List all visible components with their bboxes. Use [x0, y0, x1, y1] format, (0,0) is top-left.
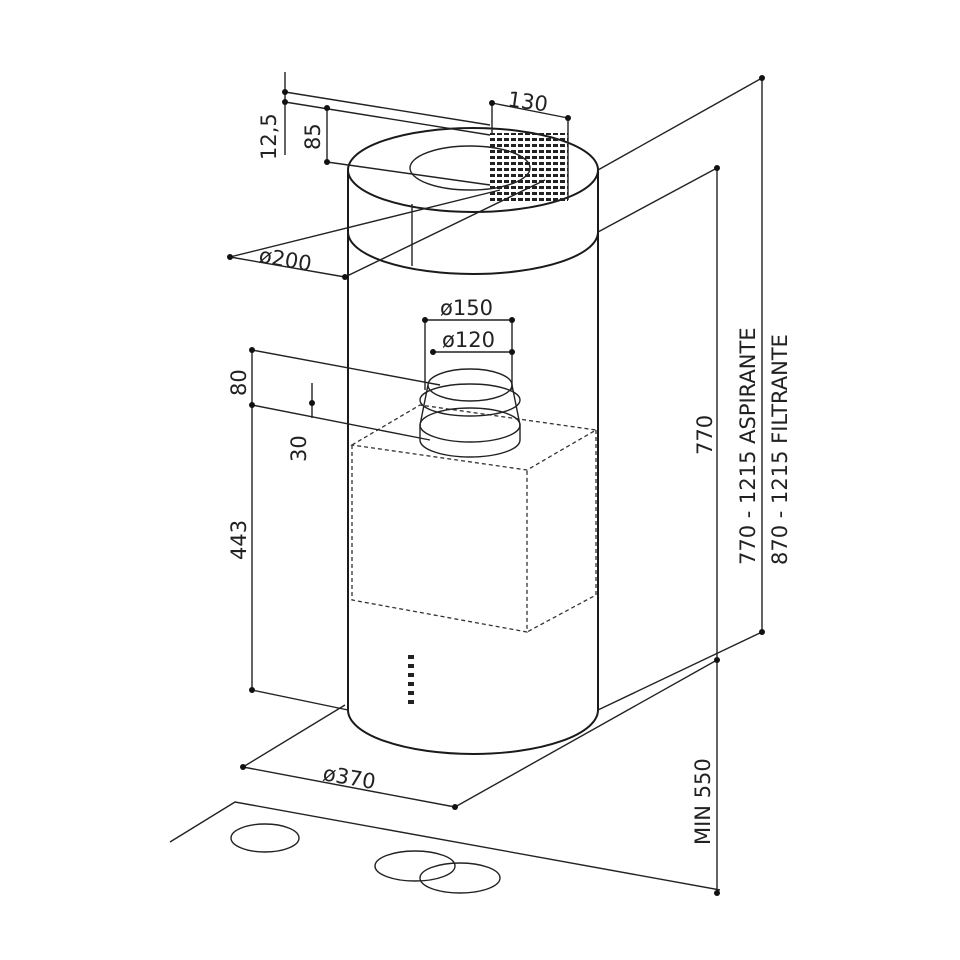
label-collar-height: 85: [301, 123, 325, 150]
label-top-offset: 12,5: [257, 113, 281, 160]
label-body-diameter: ø370: [321, 761, 377, 794]
grille-vent: [490, 133, 568, 201]
label-spigot-offset: 30: [287, 435, 311, 462]
label-min-clearance: MIN 550: [691, 758, 715, 845]
label-grille-width: 130: [506, 87, 549, 116]
label-lower-height: 443: [227, 520, 251, 560]
label-aspirante-range: 770 - 1215 ASPIRANTE: [736, 327, 760, 565]
label-spigot-height: 80: [227, 369, 251, 396]
motor-box-hidden: [350, 404, 598, 633]
label-collar-diameter: ø200: [257, 243, 313, 276]
label-filtrante-range: 870 - 1215 FILTRANTE: [768, 334, 792, 565]
label-outlet-outer-diameter: ø150: [440, 296, 493, 320]
label-body-height: 770: [693, 415, 717, 455]
control-buttons: [408, 655, 414, 704]
outlet-spigot: [419, 368, 521, 458]
cooktop: [169, 801, 721, 894]
hood-cylinder: [347, 127, 599, 755]
label-outlet-inner-diameter: ø120: [442, 328, 495, 352]
dimension-lines: [227, 72, 765, 896]
